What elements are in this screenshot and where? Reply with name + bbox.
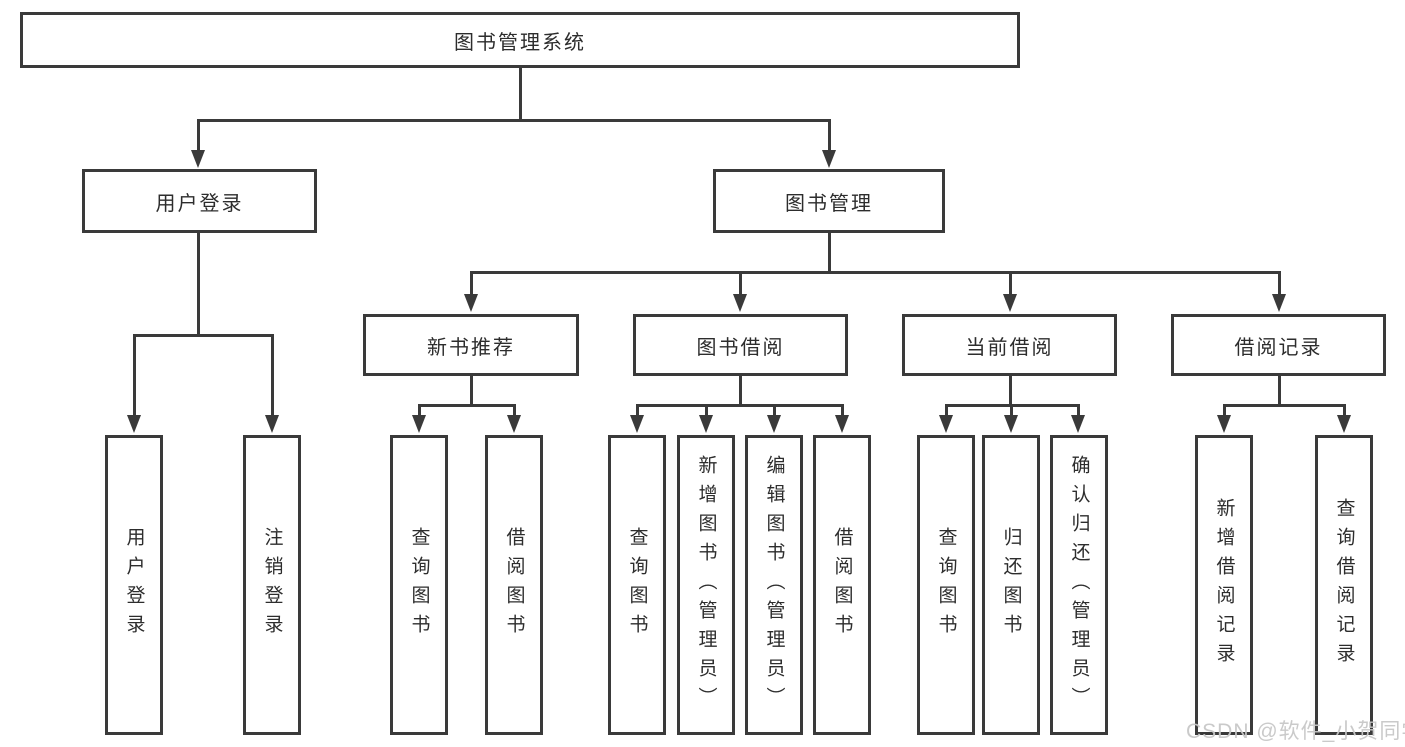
connector-line xyxy=(1343,404,1346,421)
arrow-down-icon xyxy=(1217,415,1231,433)
node-book-borrowing: 图书借阅 xyxy=(633,314,848,376)
node-borrowing-records: 借阅记录 xyxy=(1171,314,1386,376)
arrow-down-icon xyxy=(822,150,836,168)
connector-line xyxy=(636,404,639,421)
connector-line xyxy=(197,119,200,156)
connector-line xyxy=(197,119,831,122)
connector-line xyxy=(470,271,473,302)
arrow-down-icon xyxy=(939,415,953,433)
arrow-down-icon xyxy=(699,415,713,433)
connector-line xyxy=(705,404,708,421)
node-new-book-recommendation: 新书推荐 xyxy=(363,314,579,376)
arrow-down-icon xyxy=(507,415,521,433)
connector-line xyxy=(1223,404,1345,407)
arrow-down-icon xyxy=(265,415,279,433)
arrow-down-icon xyxy=(1337,415,1351,433)
arrow-down-icon xyxy=(733,294,747,312)
leaf-query-books-recommend: 查询图书 xyxy=(390,435,448,735)
connector-line xyxy=(1009,376,1012,407)
leaf-borrow-books-recommend: 借阅图书 xyxy=(485,435,543,735)
connector-line xyxy=(945,404,948,421)
node-book-management: 图书管理 xyxy=(713,169,945,233)
connector-line xyxy=(271,334,274,421)
connector-line xyxy=(841,404,844,421)
arrow-down-icon xyxy=(127,415,141,433)
connector-line xyxy=(1009,271,1012,302)
arrow-down-icon xyxy=(835,415,849,433)
arrow-down-icon xyxy=(1004,415,1018,433)
arrow-down-icon xyxy=(1003,294,1017,312)
connector-line xyxy=(513,404,516,421)
arrow-down-icon xyxy=(630,415,644,433)
leaf-add-books-admin: 新增图书（管理员） xyxy=(677,435,735,735)
connector-line xyxy=(197,233,200,337)
leaf-add-borrow-record: 新增借阅记录 xyxy=(1195,435,1253,735)
connector-line xyxy=(1278,271,1281,302)
connector-line xyxy=(828,119,831,156)
arrow-down-icon xyxy=(464,294,478,312)
connector-line xyxy=(519,68,522,122)
connector-line xyxy=(1278,376,1281,407)
connector-line xyxy=(133,334,136,421)
leaf-query-borrow-record: 查询借阅记录 xyxy=(1315,435,1373,735)
connector-line xyxy=(418,404,421,421)
leaf-borrow-books-borrowing: 借阅图书 xyxy=(813,435,871,735)
arrow-down-icon xyxy=(412,415,426,433)
connector-line xyxy=(636,404,843,407)
arrow-down-icon xyxy=(1071,415,1085,433)
leaf-edit-books-admin: 编辑图书（管理员） xyxy=(745,435,803,735)
leaf-user-login: 用户登录 xyxy=(105,435,163,735)
node-current-borrowing: 当前借阅 xyxy=(902,314,1117,376)
connector-line xyxy=(133,334,274,337)
arrow-down-icon xyxy=(191,150,205,168)
leaf-return-books: 归还图书 xyxy=(982,435,1040,735)
leaf-logout: 注销登录 xyxy=(243,435,301,735)
connector-line xyxy=(470,376,473,407)
connector-line xyxy=(739,271,742,302)
csdn-watermark: CSDN @软件_小贺同学 xyxy=(1186,720,1405,743)
leaf-confirm-return-admin: 确认归还（管理员） xyxy=(1050,435,1108,735)
leaf-query-books-current: 查询图书 xyxy=(917,435,975,735)
node-user-login: 用户登录 xyxy=(82,169,317,233)
connector-line xyxy=(1077,404,1080,421)
connector-line xyxy=(828,233,831,274)
connector-line xyxy=(739,376,742,407)
connector-line xyxy=(1223,404,1226,421)
connector-line xyxy=(773,404,776,421)
leaf-query-books-borrowing: 查询图书 xyxy=(608,435,666,735)
node-library-management-system: 图书管理系统 xyxy=(20,12,1020,68)
arrow-down-icon xyxy=(1272,294,1286,312)
connector-line xyxy=(418,404,516,407)
connector-line xyxy=(1010,404,1013,421)
arrow-down-icon xyxy=(767,415,781,433)
connector-line xyxy=(470,271,1280,274)
